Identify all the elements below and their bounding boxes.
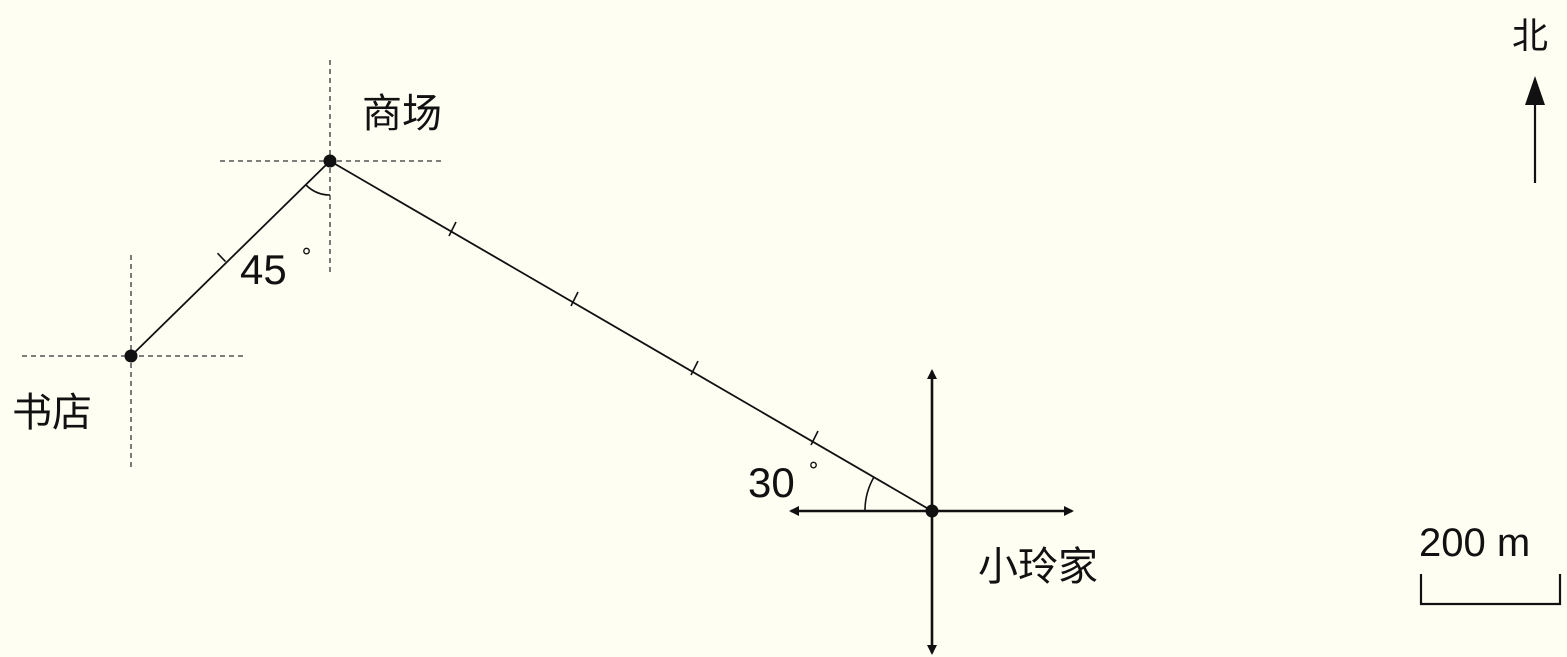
route-home-mall [329, 160, 933, 512]
home-axes [789, 369, 1074, 655]
angle-30-value: 30 [748, 459, 795, 506]
angle-30-degree: ° [808, 459, 819, 484]
segment-ticks [216, 221, 819, 446]
route-mall-bookstore [130, 160, 331, 357]
bookstore-point [124, 349, 138, 363]
scale-bar [1419, 574, 1562, 606]
mall-label: 商场 [362, 91, 442, 137]
angle-arc-30 [864, 476, 875, 512]
home-label: 小玲家 [978, 544, 1098, 590]
angle-45-degree: ° [301, 245, 312, 270]
north-label: 北 [1512, 16, 1548, 57]
home-point [925, 504, 939, 518]
north-arrow [1525, 76, 1545, 183]
bookstore-label: 书店 [12, 390, 92, 436]
north-arrow-icon [1525, 76, 1545, 105]
mall-point [323, 154, 337, 168]
scale-label: 200 m [1419, 521, 1530, 565]
angle-arc-45 [305, 184, 331, 196]
angle-45-value: 45 [240, 246, 287, 293]
